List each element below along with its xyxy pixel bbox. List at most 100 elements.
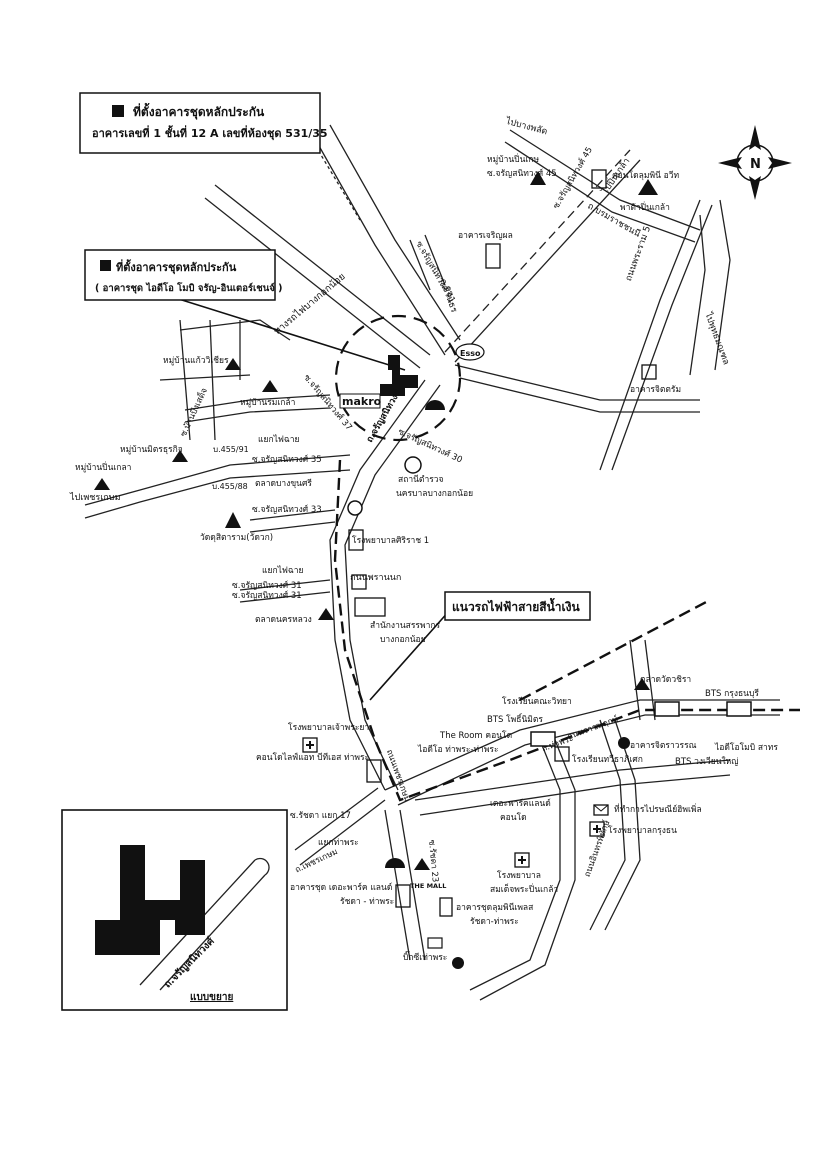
place-moo-ban-pin: หมู่บ้านปิ่นเกลา	[75, 461, 131, 473]
building-icon-condo-lumpini	[591, 169, 607, 189]
inset-building-footprint	[95, 845, 205, 955]
header-box: ที่ตั้งอาคารชุดหลักประกัน อาคารเลขที่ 1 …	[79, 92, 328, 154]
far-right-b	[689, 214, 706, 376]
short-road-b	[424, 234, 446, 286]
bts-box-text: แนวรถไฟฟ้าสายสีน้ำเงิน	[452, 597, 580, 614]
pointer-lines	[149, 289, 451, 701]
soi-upper-a	[184, 394, 331, 411]
project-box-line2: ( อาคารชุด ไอดีโอ โมบิ จรัญ-อินเตอร์เชนจ…	[95, 282, 282, 294]
bts-line-path	[333, 459, 800, 802]
pointer-to-bts	[369, 609, 451, 701]
place-bts-pho: BTS โพธิ์นิมิตร	[487, 713, 543, 725]
esso-text: Esso	[460, 349, 481, 358]
place-the-room: The Room คอนโด	[439, 730, 512, 741]
place-police: สถานีตำรวจ	[398, 474, 444, 485]
road-label-ratchada-intersection: ซ.รัชดา แยก 17	[290, 811, 351, 821]
inset-panel: ถ.จรัญสนิทวงศ์ แบบขยาย	[61, 809, 288, 1011]
village-icon-romklao	[262, 380, 278, 392]
building-icon-parkland	[395, 884, 411, 908]
soi-33-b	[249, 521, 336, 533]
place-hospital-smit: โรงพยาบาล	[497, 870, 541, 881]
place-bts-krung: BTS กรุงธนบุรี	[705, 688, 759, 699]
phet-kasem-left-b	[294, 787, 379, 851]
place-talat-nakhon: ตลาดนครหลวง	[255, 615, 312, 625]
soi-33-a	[249, 509, 336, 521]
place-intersection-fai: แยกไฟฉาย	[258, 434, 299, 445]
pata-icon	[638, 179, 658, 195]
market-icon-nakhon	[318, 608, 334, 620]
place-moo-ban-pinklao: หมู่บ้านปิ่นเกษ	[487, 153, 539, 165]
building-icon-condo-life	[366, 759, 382, 783]
place-labels: หมู่บ้านปิ่นเกษ ซ.จรัญสนิทวงศ์ 45 คอนโดล…	[75, 153, 778, 963]
village-icon-kaew	[225, 358, 241, 370]
road-label-phran-nok: ถนนพรานนก	[350, 573, 401, 583]
place-condo-life: คอนโดไลฟ์แอท บีทีเอส ท่าพระ	[256, 752, 369, 763]
road-label-to-phet-kasem: ไปเพชรเกษม	[69, 492, 121, 503]
place-bangkok-noi-district: นครบาลบางกอกน้อย	[396, 488, 473, 499]
esso-logo: Esso	[455, 343, 485, 361]
top-center-road-b	[329, 124, 461, 341]
inset-road-end	[254, 857, 270, 876]
the-mall-icon	[414, 858, 430, 870]
pointer-to-site	[149, 289, 406, 371]
place-condo-lumpini: คอนโดลุมพินี อวีท	[612, 170, 679, 181]
makro-logo: makro	[339, 393, 382, 409]
place-big-c: บิ๊กซีเท่าพระ	[403, 950, 447, 963]
village-icon-mit	[172, 450, 188, 462]
place-ideo-tha-phra: ไอดีโอ ท่าพระ-ท่าพระ	[417, 744, 499, 755]
compass-icon: N	[718, 125, 792, 200]
place-parkland-condo-2: คอนโด	[500, 812, 527, 823]
right-vertical-b	[611, 204, 713, 471]
place-bang-khun-si: ตลาดบางขุนศรี	[255, 478, 312, 489]
place-tha-phra-inter: แยกท่าพระ	[318, 838, 359, 848]
police-icon	[404, 456, 422, 474]
street-ul-4	[179, 319, 291, 341]
map-symbols	[94, 169, 752, 969]
site-building-symbol	[380, 355, 418, 396]
place-building-lumpini-2: รัชดา-ท่าพระ	[470, 917, 519, 927]
place-moo-ban-romklao: หมู่บ้านร่มเกล้า	[240, 397, 295, 408]
phet-kasem-left-a	[299, 799, 386, 866]
road-right-up-a	[629, 639, 641, 721]
site-radius-circle	[334, 314, 462, 442]
airport-icon	[347, 500, 363, 516]
place-jitta: อาคารจิตตรัม	[630, 385, 681, 395]
place-parkland-condo: เดอะพาร์คแลนด์	[490, 798, 551, 809]
place-ideo-mobi-sathorn: ไอดีโอโมบิ สาทร	[714, 742, 778, 753]
place-bts-wongwian: BTS วงเวียนใหญ่	[675, 756, 739, 767]
place-revenue: สำนักงานสรรพากร	[370, 621, 440, 631]
road-right-lower-a	[589, 719, 626, 931]
building-icon-sirirat	[348, 529, 364, 551]
place-wat-khrua: วัดดุสิตาราม(วัดวก)	[200, 533, 273, 543]
place-school-bang: โรงเรียนทวีธาภิเศก	[572, 754, 643, 765]
ratchaphruek-b	[459, 377, 700, 413]
bts-station-krung	[726, 701, 752, 717]
compass-letter: N	[750, 157, 761, 172]
road-right-up-b	[644, 639, 656, 721]
big-c-building-icon	[427, 937, 443, 949]
place-building-parkland: อาคารชุด เดอะพาร์ค แลนด์	[290, 882, 392, 893]
bts-station-wongwian	[654, 701, 680, 717]
hospital-icon-2	[514, 852, 530, 868]
project-box: ที่ตั้งอาคารชุดหลักประกัน ( อาคารชุด ไอด…	[84, 249, 282, 301]
pinklao-road-b	[504, 141, 696, 243]
header-box-line2: อาคารเลขที่ 1 ชั้นที่ 12 A เลขที่ห้องชุด…	[92, 125, 328, 141]
hospital-icon-1	[302, 737, 318, 753]
ratchaphruek-a	[454, 364, 700, 401]
place-pata: พาต้าปิ่นเกล้า	[620, 201, 670, 213]
place-intersection-fai-chai: แยกไฟฉาย	[262, 565, 303, 576]
place-hospital-smit-2: สมเด็จพระปิ่นเกล้า	[490, 883, 558, 895]
project-box-legend-square	[100, 260, 111, 271]
place-jitrawan: อาคารจิตราวรรณ	[630, 741, 697, 751]
place-post-office: ที่ทำการไปรษณีย์ฮิพเพิ่ล	[614, 803, 702, 815]
intarapitak-a	[469, 739, 561, 991]
place-charan-45: ซ.จรัญสนิทวงศ์ 45	[487, 168, 557, 179]
village-icon-pinklao	[530, 171, 546, 185]
place-moo-ban-mit: หมู่บ้านมิตรธุรกิจ	[120, 444, 183, 455]
right-vertical-a	[599, 199, 701, 471]
charan-main-a	[329, 379, 426, 791]
soi-left-a	[84, 454, 351, 506]
hospital-icon-3	[589, 821, 605, 837]
street-ul-5	[159, 374, 251, 381]
